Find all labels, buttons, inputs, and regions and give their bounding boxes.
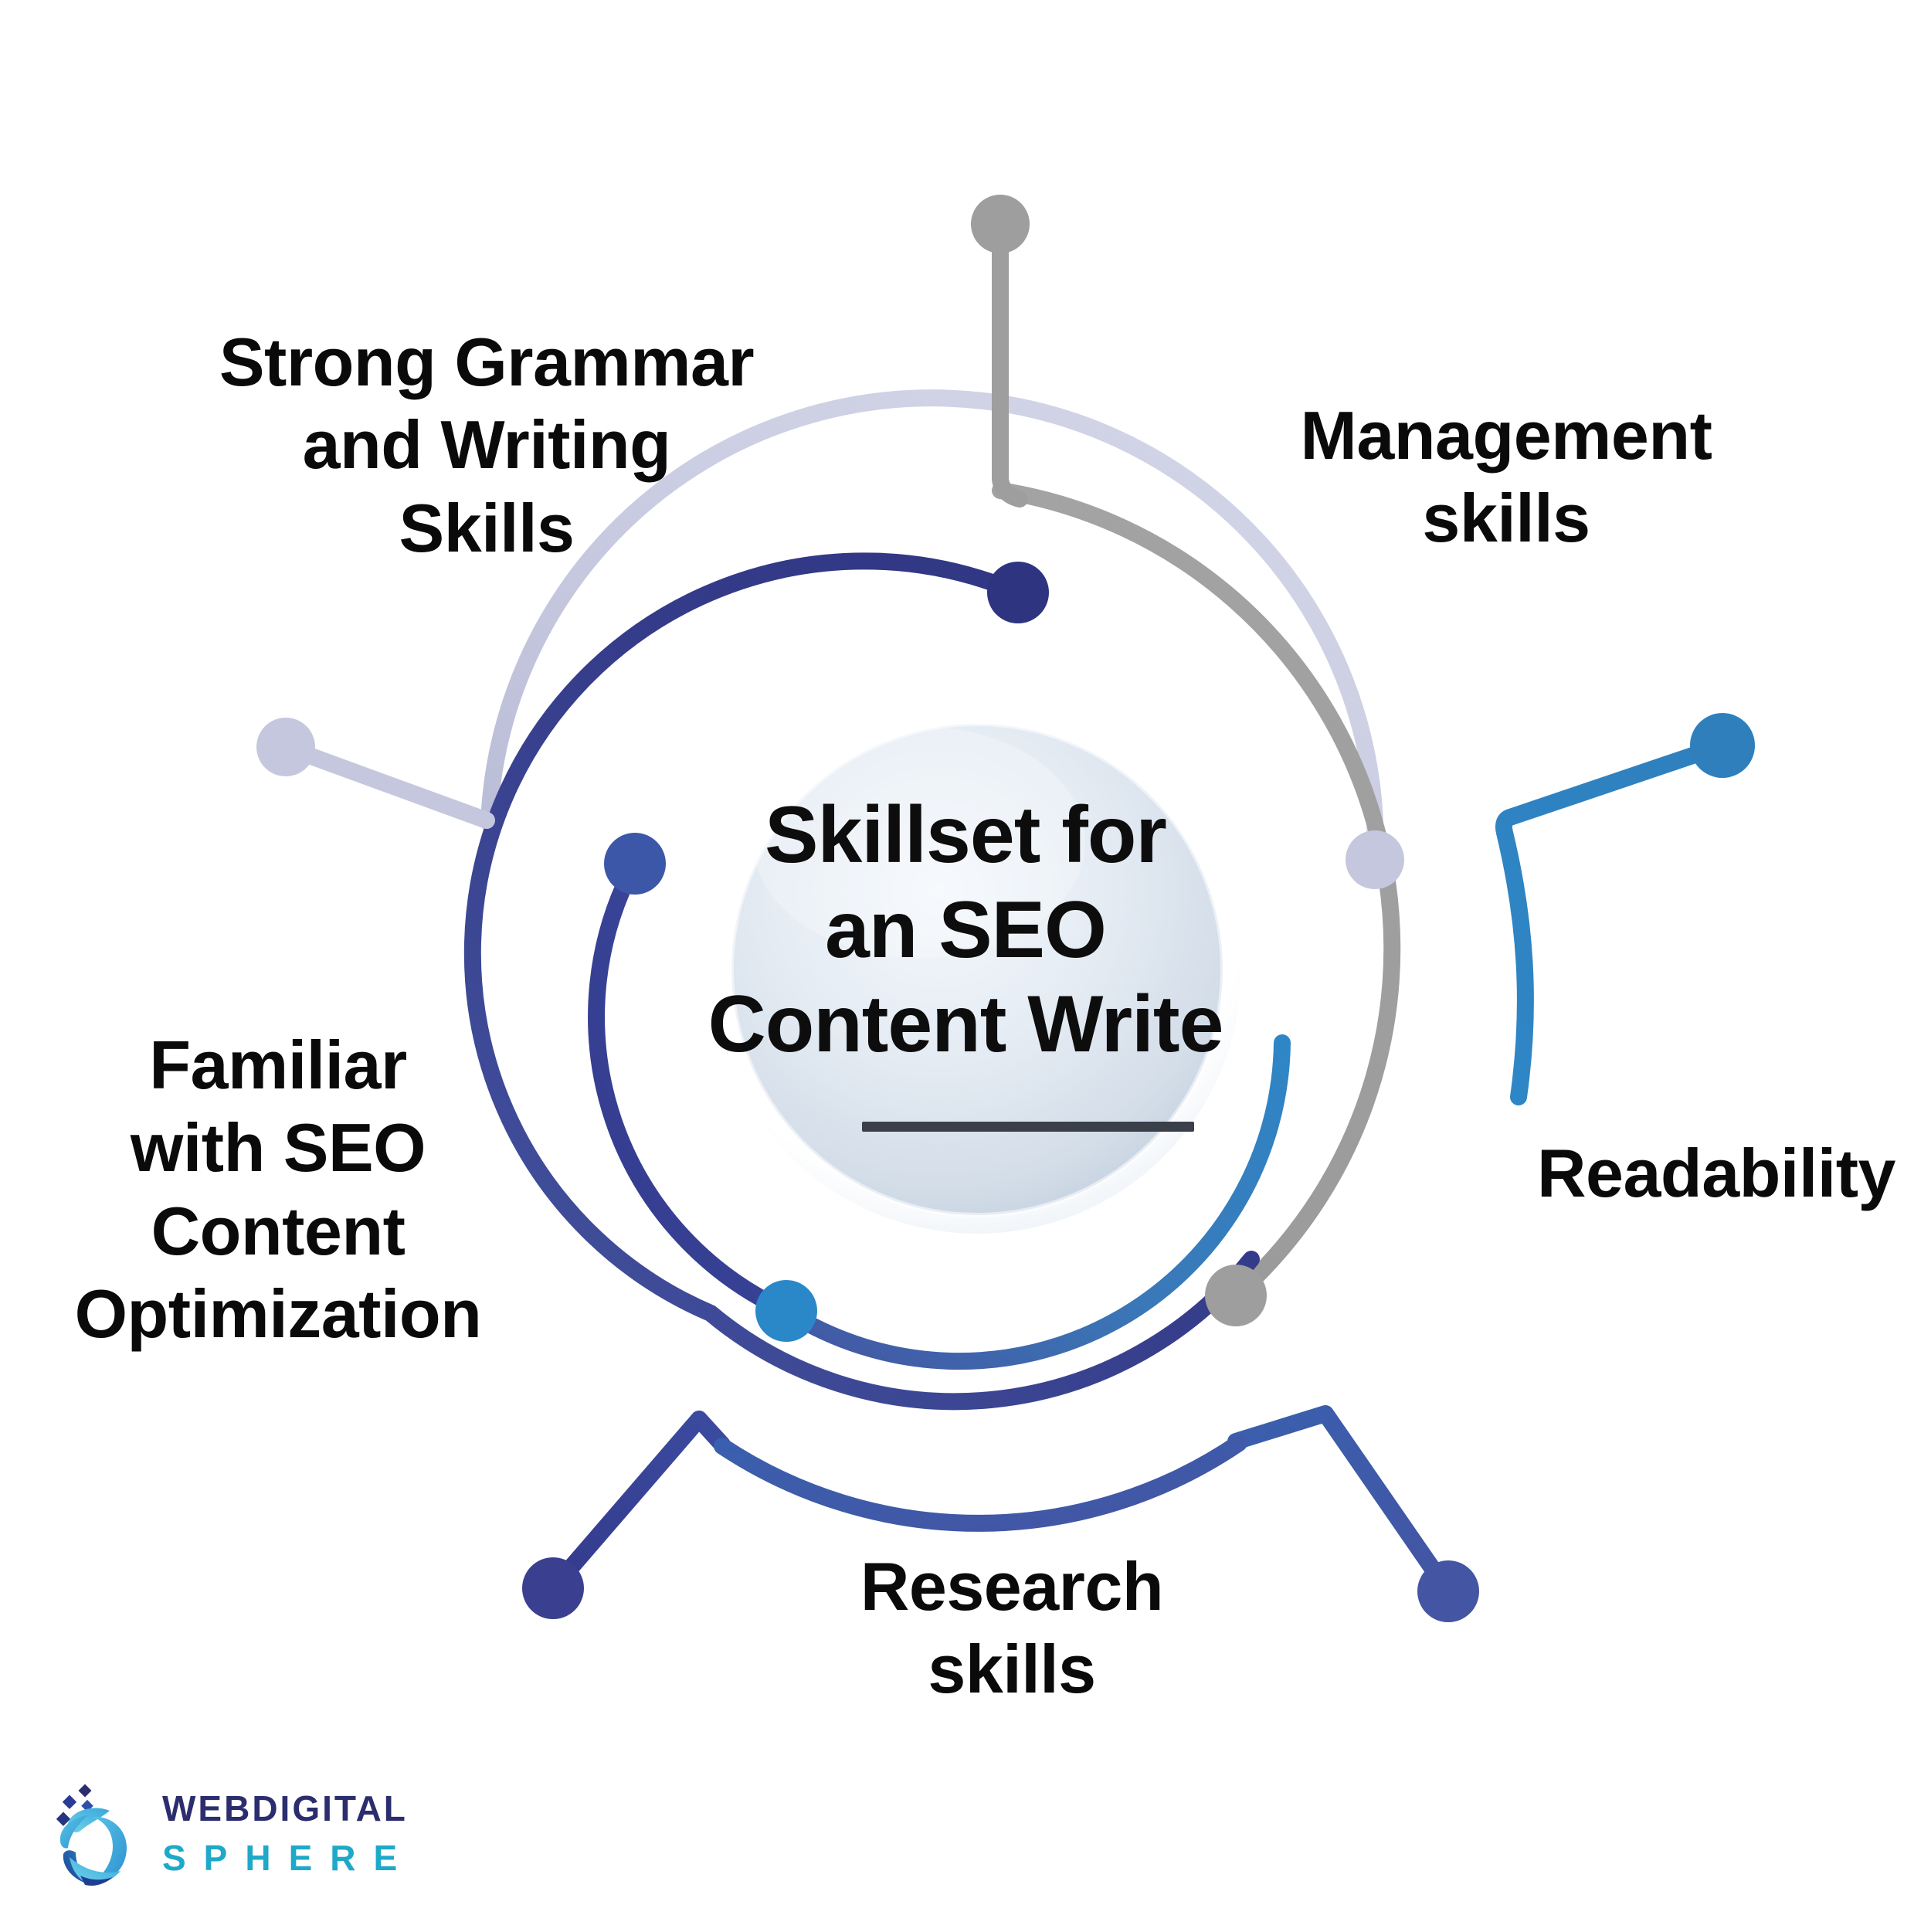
label-management-skills: Management skills	[1236, 394, 1777, 560]
ring-terminal-dots	[604, 562, 1404, 1342]
ring-dot-right-upper	[1346, 830, 1404, 889]
logo-wordmark: WEBDIGITAL SPHERE	[162, 1791, 415, 1876]
label-line: Research	[860, 1548, 1164, 1625]
label-line: and Writing	[302, 406, 671, 484]
logo-word-bottom: SPHERE	[162, 1838, 416, 1878]
outer-ring-gray-arc	[992, 482, 1401, 1304]
outer-ring-lavender-arc	[480, 389, 1384, 868]
label-strong-grammar: Strong Grammar and Writing Skills	[193, 321, 780, 569]
label-research-skills: Research skills	[830, 1545, 1193, 1711]
hub-circle	[713, 705, 1241, 1234]
connector-management	[971, 195, 1030, 508]
label-line: Readability	[1537, 1135, 1895, 1211]
inner-ring-navy-arc	[463, 552, 1260, 1411]
label-familiar-seo-optimization: Familiar with SEO Content Optimization	[66, 1024, 490, 1355]
label-line: Management	[1300, 397, 1712, 474]
connector-research	[1227, 1405, 1479, 1622]
label-readability: Readability	[1537, 1132, 1931, 1214]
label-line: Skills	[399, 489, 575, 566]
label-line: skills	[1422, 480, 1590, 557]
label-line: Content	[151, 1192, 406, 1269]
label-line: Optimization	[74, 1275, 482, 1353]
connector-familiar	[522, 1411, 731, 1619]
label-line: skills	[928, 1631, 1096, 1708]
connector-readability	[1495, 713, 1755, 1105]
node-dot-management	[971, 195, 1030, 253]
outer-ring-bottom-arc	[714, 1435, 1247, 1532]
node-dot-research	[1417, 1560, 1479, 1622]
inner-ring-secondary-arc	[588, 855, 1291, 1370]
label-line: Strong Grammar	[219, 324, 755, 400]
connector-grammar	[256, 718, 495, 829]
node-dot-grammar	[256, 718, 315, 776]
node-dot-familiar	[522, 1557, 584, 1619]
hub-title-underline	[862, 1122, 1194, 1132]
ring-dot-top	[987, 562, 1049, 623]
label-line: Familiar	[149, 1027, 407, 1103]
ring-dot-left	[604, 833, 666, 895]
ring-dot-bottom-left	[755, 1280, 817, 1342]
ring-dot-right-lower	[1205, 1265, 1267, 1326]
globe-sphere-icon	[56, 1784, 127, 1886]
label-line: with SEO	[130, 1109, 426, 1187]
logo-word-top: WEBDIGITAL	[162, 1788, 408, 1828]
node-dot-readability	[1690, 713, 1755, 778]
brand-logo[interactable]: WEBDIGITAL SPHERE	[46, 1777, 409, 1900]
